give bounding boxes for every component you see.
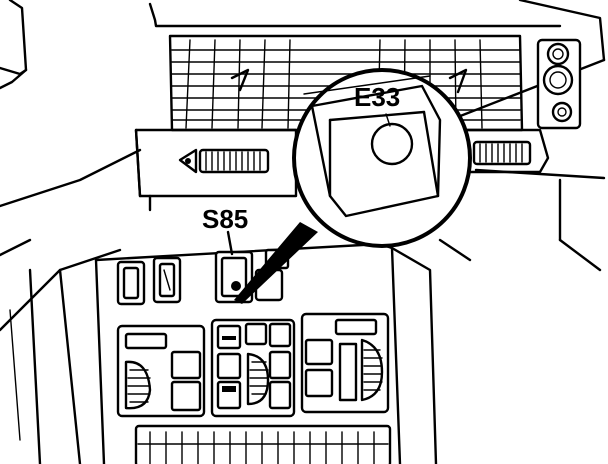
center-control-block [210, 318, 296, 418]
magnifier-callout [234, 68, 472, 304]
sensor-e33 [370, 122, 414, 166]
vent-control-band [134, 128, 550, 212]
bottom-grille [134, 424, 392, 464]
center-console [94, 242, 402, 464]
side-knob-cluster [536, 38, 582, 130]
s85-label: S85 [202, 204, 248, 234]
right-control-block [300, 312, 390, 414]
e33-label: E33 [354, 82, 400, 112]
callout-labels: E33 S85 [202, 82, 400, 256]
magnifier-pointer [234, 222, 318, 304]
